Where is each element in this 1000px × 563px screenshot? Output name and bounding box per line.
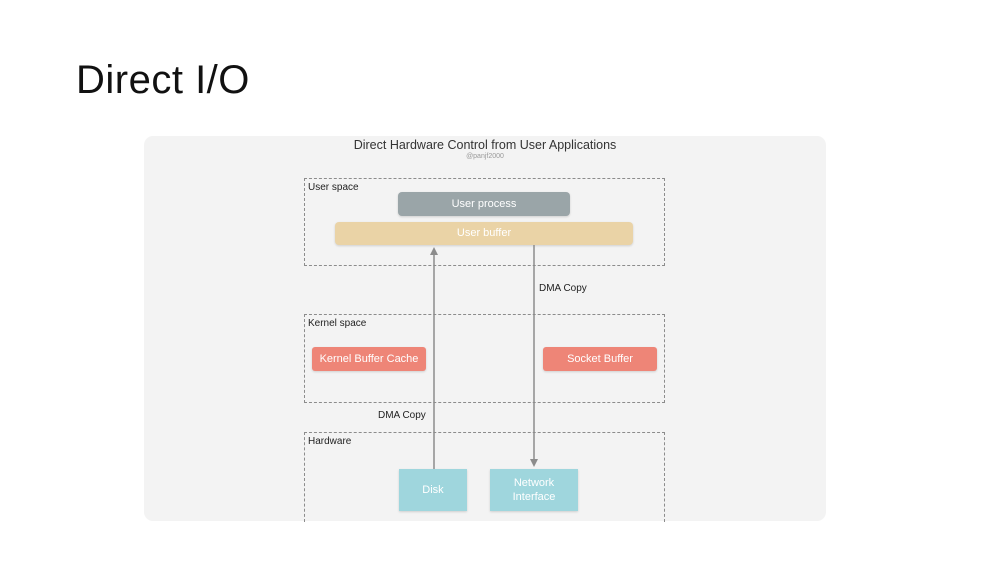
kernel-space-region: Kernel space <box>304 314 665 403</box>
dma-copy-label-right: DMA Copy <box>539 283 587 294</box>
disk-box: Disk <box>399 469 467 511</box>
user-buffer-box: User buffer <box>335 222 633 245</box>
user-space-region: User space <box>304 178 665 266</box>
diagram-figure: Direct Hardware Control from User Applic… <box>144 136 826 522</box>
user-process-box: User process <box>398 192 570 216</box>
hardware-region: Hardware <box>304 432 665 522</box>
hardware-label: Hardware <box>308 436 352 447</box>
socket-buffer-box: Socket Buffer <box>543 347 657 371</box>
diagram-credit: @panjf2000 <box>466 153 504 160</box>
slide-title: Direct I/O <box>76 58 250 102</box>
diagram-title: Direct Hardware Control from User Applic… <box>353 138 617 152</box>
user-space-label: User space <box>308 182 359 193</box>
dma-copy-label-left: DMA Copy <box>378 410 426 421</box>
kernel-buffer-cache-box: Kernel Buffer Cache <box>312 347 426 371</box>
dma-arrows <box>430 245 538 469</box>
network-interface-box: Network Interface <box>490 469 578 511</box>
kernel-space-label: Kernel space <box>308 318 367 329</box>
